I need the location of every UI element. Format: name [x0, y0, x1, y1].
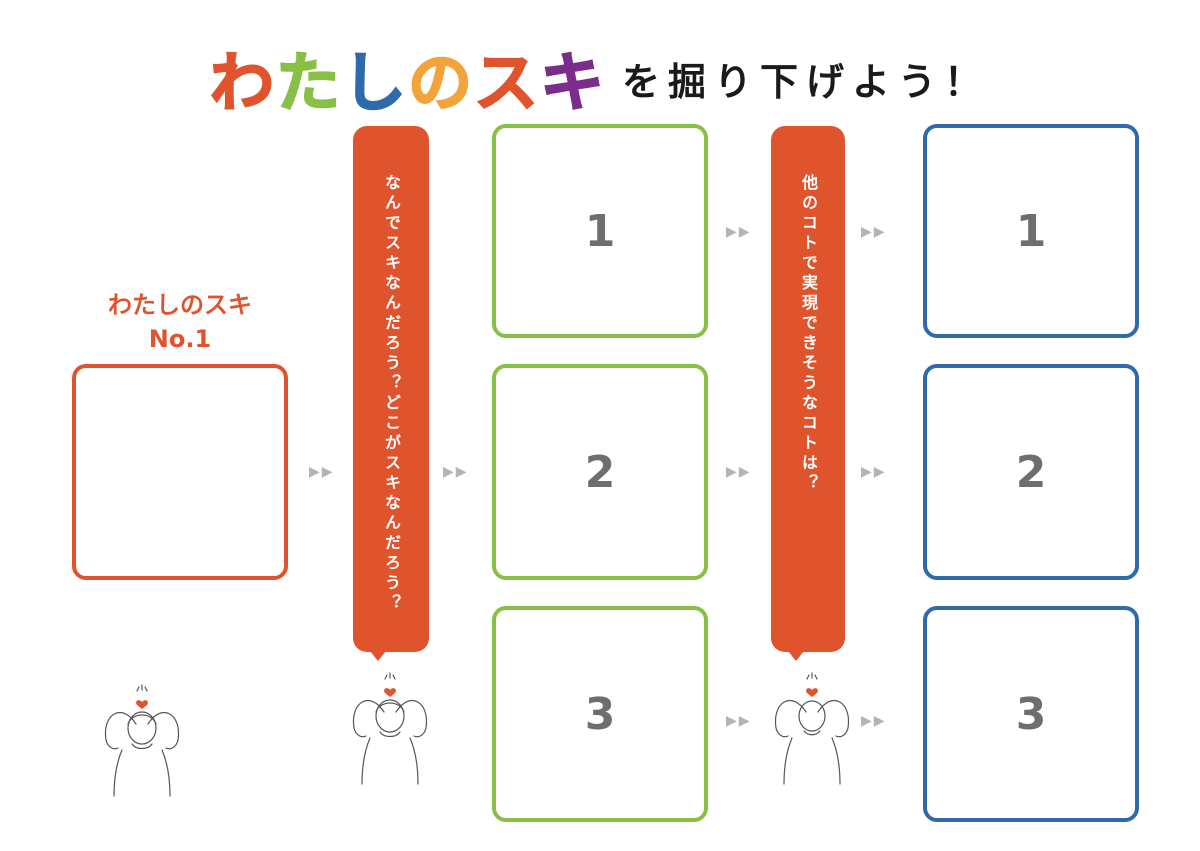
- reason-number: 1: [584, 205, 616, 257]
- reason-number: 3: [584, 688, 616, 740]
- title-char: し: [341, 46, 408, 122]
- bubble-tail-icon: [370, 651, 386, 661]
- reason-box-3[interactable]: 3: [492, 606, 708, 822]
- reason-number: 2: [584, 446, 616, 498]
- person-heart-icon: [774, 672, 850, 785]
- reason-box-2[interactable]: 2: [492, 364, 708, 580]
- question-bubble-why: なんでスキなんだろう？どこがスキなんだろう？: [353, 126, 429, 652]
- idea-number: 2: [1015, 446, 1047, 498]
- title-char: た: [275, 46, 342, 122]
- title-colored: わたしのスキ: [209, 32, 606, 124]
- idea-number: 1: [1015, 205, 1047, 257]
- question-why-text: なんでスキなんだろう？どこがスキなんだろう？: [382, 174, 401, 614]
- arrow-icon: ▶▶: [861, 713, 887, 729]
- question-other-text: 他のコトで実現できそうなコトは？: [799, 174, 818, 494]
- idea-box-1[interactable]: 1: [923, 124, 1139, 338]
- bubble-tail-icon: [788, 651, 804, 661]
- idea-box-3[interactable]: 3: [923, 606, 1139, 822]
- arrow-icon: ▶▶: [309, 464, 335, 480]
- person-heart-icon: [104, 684, 180, 797]
- title-char: ス: [473, 46, 540, 122]
- title-char: わ: [209, 46, 276, 122]
- favorite-label-line2: No.1: [148, 325, 212, 353]
- reason-box-1[interactable]: 1: [492, 124, 708, 338]
- arrow-icon: ▶▶: [861, 464, 887, 480]
- favorite-label: わたしのスキ No.1: [60, 288, 300, 356]
- arrow-icon: ▶▶: [443, 464, 469, 480]
- arrow-icon: ▶▶: [726, 713, 752, 729]
- arrow-icon: ▶▶: [726, 464, 752, 480]
- idea-number: 3: [1015, 688, 1047, 740]
- question-bubble-other: 他のコトで実現できそうなコトは？: [771, 126, 845, 652]
- arrow-icon: ▶▶: [861, 224, 887, 240]
- favorite-label-line1: わたしのスキ: [108, 291, 252, 319]
- title-char: キ: [539, 46, 606, 122]
- arrow-icon: ▶▶: [726, 224, 752, 240]
- title-char: の: [407, 46, 474, 122]
- person-heart-icon: [352, 672, 428, 785]
- idea-box-2[interactable]: 2: [923, 364, 1139, 580]
- title-rest: を掘り下げよう！: [621, 59, 990, 104]
- favorite-input-box[interactable]: [72, 364, 288, 580]
- page-title: わたしのスキ を掘り下げよう！: [0, 32, 1200, 122]
